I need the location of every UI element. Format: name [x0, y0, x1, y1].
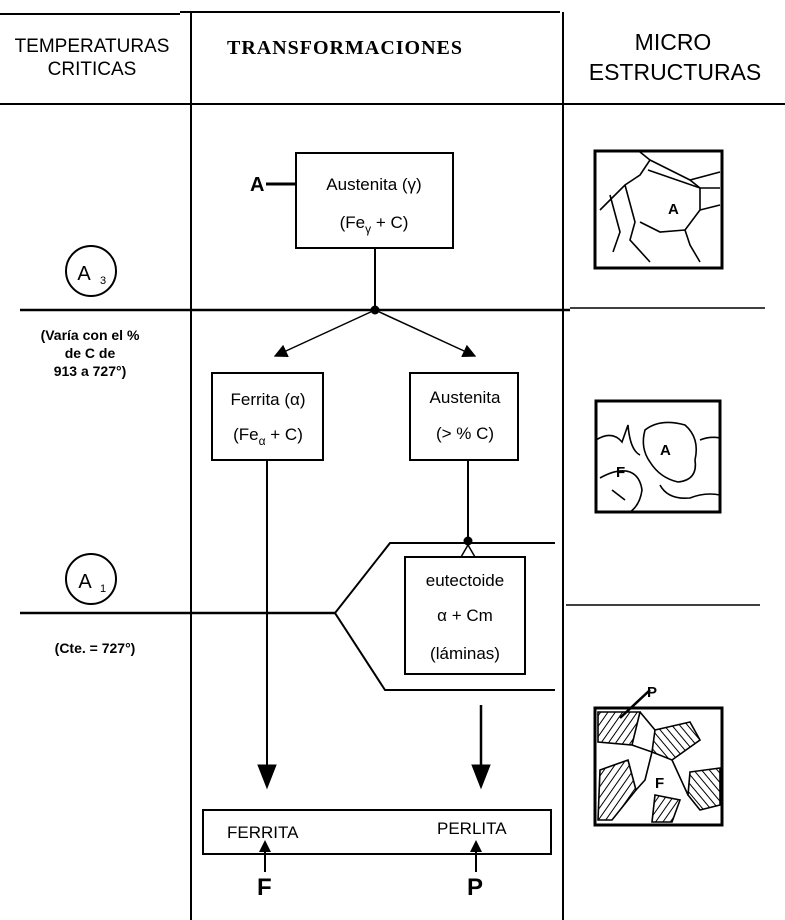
start-label-a: A [250, 174, 264, 196]
a3-marker: A 3 [66, 246, 116, 296]
micro3-label-f: F [655, 775, 664, 792]
austenita-line1: Austenita (γ) [326, 175, 421, 194]
header-temperaturas-line1: TEMPERATURAS [15, 36, 170, 57]
ferrita-node: Ferrita (α) (Feα + C) [212, 373, 323, 460]
a3-letter: A [77, 263, 91, 285]
table-grid [0, 12, 785, 920]
eutectoide-line2: α + Cm [437, 606, 493, 625]
header-micro-line2: ESTRUCTURAS [589, 59, 762, 85]
ferrita-line1: Ferrita (α) [231, 390, 306, 409]
a1-note: (Cte. = 727°) [55, 640, 136, 656]
eutectoide-line3: (láminas) [430, 644, 500, 663]
austenita-rich-line1: Austenita [430, 388, 501, 407]
a3-note: (Varía con el % de C de 913 a 727°) [41, 327, 140, 379]
flow-connectors [275, 248, 475, 356]
header-row: TEMPERATURAS CRITICAS TRANSFORMACIONES M… [15, 29, 762, 85]
austenita-rich-node: Austenita (> % C) [410, 373, 518, 460]
austenita-rich-line2: (> % C) [436, 424, 494, 443]
header-micro-line1: MICRO [635, 29, 712, 55]
final-ferrita: FERRITA [227, 823, 299, 842]
a3-note-line1: (Varía con el % [41, 327, 140, 343]
a3-subscript: 3 [100, 275, 106, 287]
microstructure-austenita: A [595, 151, 722, 268]
a3-note-line2: de C de [65, 345, 116, 361]
header-temperaturas-line2: CRITICAS [48, 59, 137, 80]
micro2-label-a: A [660, 442, 671, 459]
eutectoide-node: eutectoide α + Cm (láminas) [405, 557, 525, 674]
label-p: P [467, 874, 483, 901]
a1-marker: A 1 [66, 554, 116, 604]
label-f: F [257, 874, 272, 901]
eutectoide-line1: eutectoide [426, 571, 504, 590]
micro1-label-a: A [668, 201, 679, 218]
final-structure-bar: FERRITA PERLITA F P [203, 810, 551, 901]
austenita-node: A Austenita (γ) (Feγ + C) [250, 153, 453, 248]
microstructure-ferrita-austenita: A F [596, 401, 720, 512]
a3-note-line3: 913 a 727°) [54, 363, 127, 379]
micro2-label-f: F [616, 464, 625, 481]
microstructure-ferrita-perlita: P F [595, 684, 722, 825]
header-transformaciones: TRANSFORMACIONES [227, 37, 463, 59]
final-perlita: PERLITA [437, 819, 507, 838]
a1-letter: A [78, 571, 92, 593]
micro3-label-p: P [647, 684, 657, 701]
a1-subscript: 1 [100, 583, 106, 595]
